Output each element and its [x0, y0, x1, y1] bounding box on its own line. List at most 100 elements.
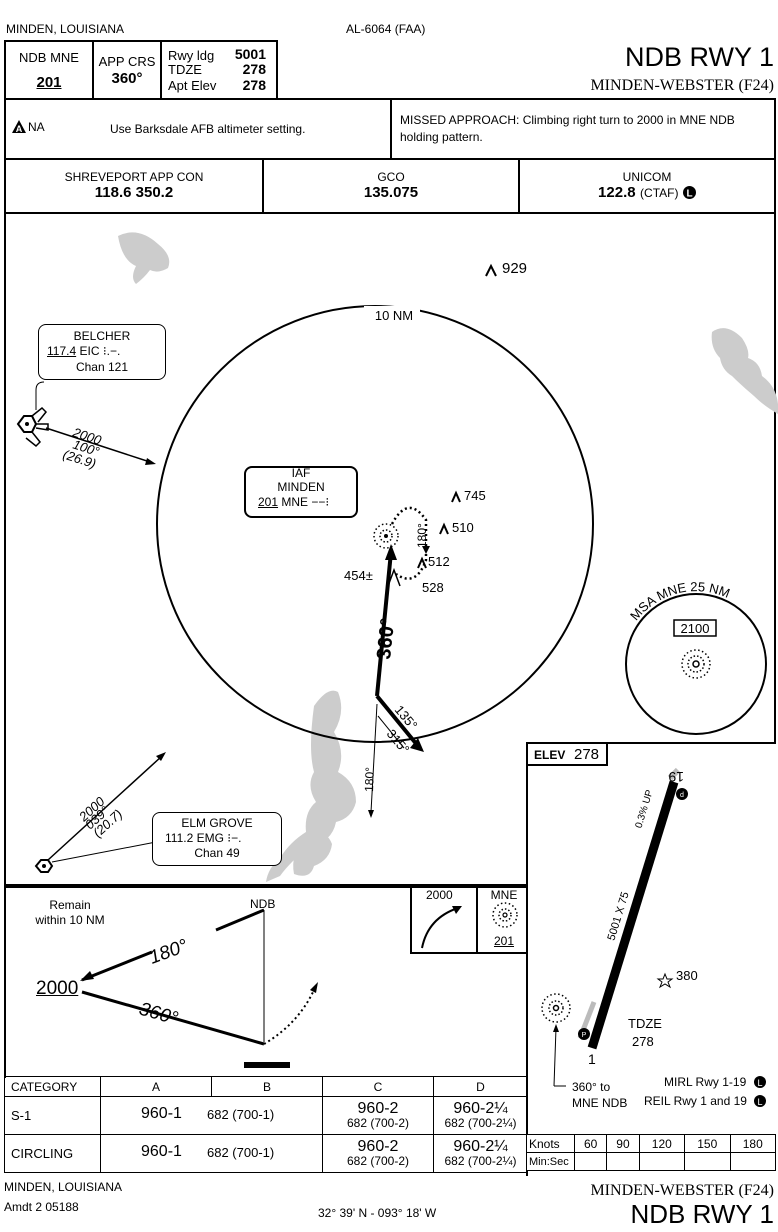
header-location: MINDEN, LOUISIANA [6, 22, 125, 36]
obstacle-380-icon [656, 972, 674, 989]
header-a: A [100, 1076, 212, 1097]
profile-missed-arc [263, 989, 315, 1045]
timing-knots-row: Knots 60 90 120 150 180 [526, 1134, 776, 1153]
alternate-na-icon: A [12, 120, 26, 134]
comm-approach-name: SHREVEPORT APP CON [64, 170, 204, 184]
missed-approach-icons: 2000 MNE 201 [410, 884, 528, 954]
elm-grove-freq: 111.2 [165, 831, 194, 845]
alternate-na-label: NA [28, 120, 45, 134]
missed-alt: 2000 [426, 888, 453, 902]
diagram-ndb-icon [541, 993, 571, 1023]
minimums-header-row: CATEGORY A B C D [4, 1076, 528, 1097]
tdze-value: 278 [242, 61, 266, 77]
s1-c: 960-2 682 (700-2) [322, 1096, 434, 1135]
time-180 [729, 1152, 776, 1171]
profile-remain-1: Remain [49, 898, 91, 912]
airport-schematic [387, 567, 401, 587]
diagram-tdze-label: TDZE [628, 1016, 662, 1031]
svg-text:L: L [757, 1078, 762, 1088]
comm-divider-2 [518, 160, 520, 212]
ndb-label: NDB MNE [19, 50, 79, 65]
elm-grove-morse: ⁝−. [227, 831, 242, 845]
ten-nm-ring [156, 305, 594, 743]
leg-135 [375, 694, 420, 748]
s1-d: 960-2¼ 682 (700-2¼) [433, 1096, 528, 1135]
obstacle-745-label: 745 [464, 488, 486, 503]
elev-value: 278 [574, 746, 600, 763]
circling-d-sub: 682 (700-2¼) [444, 1153, 517, 1168]
belcher-chan: Chan 121 [75, 360, 129, 374]
belcher-vortac-icon [16, 406, 49, 448]
circling-b: 682 (700-1) [207, 1145, 275, 1160]
circling-c-main: 960-2 [357, 1137, 399, 1155]
notes-divider [390, 98, 392, 160]
profile-remain-2: within 10 NM [35, 913, 105, 927]
minimums-table: CATEGORY A B C D S-1 960-1 682 (700-1) 9… [4, 1076, 528, 1173]
s1-b: 682 (700-1) [207, 1107, 275, 1122]
circling-label: CIRCLING [4, 1134, 101, 1173]
course-180-out-label: 180° [362, 767, 377, 792]
obstacle-929-icon [485, 263, 497, 277]
elev-box: ELEV 278 [526, 742, 608, 766]
elm-grove-route [47, 755, 163, 861]
chart-id: AL-6064 (FAA) [346, 22, 426, 36]
belcher-morse: ⁝.−. [102, 344, 121, 358]
belcher-name: BELCHER [73, 329, 131, 343]
circling-c-sub: 682 (700-2) [346, 1153, 410, 1168]
msa-altitude: 2100 [681, 621, 710, 636]
iaf-label: IAF [291, 466, 311, 480]
ndb-frequency: 201 [36, 74, 62, 91]
elm-grove-vortac-icon [34, 859, 54, 873]
header-b: B [211, 1076, 323, 1097]
belcher-navaid-box: BELCHER 117.4 EIC ⁝.−. Chan 121 [38, 324, 166, 380]
procedure-title: NDB RWY 1 [624, 42, 774, 72]
final-approach-course [375, 551, 393, 697]
lake-shape-2 [711, 328, 778, 414]
holding-pattern [390, 506, 428, 580]
diagram-tdze-value: 278 [632, 1034, 654, 1049]
comm-unicom-suffix: (CTAF) [640, 186, 679, 200]
lighting-reil-icon [754, 1095, 766, 1107]
comm-gco-name: GCO [377, 170, 405, 184]
elm-grove-chan: Chan 49 [194, 846, 240, 860]
minimums-circling-row: CIRCLING 960-1 682 (700-1) 960-2 682 (70… [4, 1134, 528, 1173]
speed-90: 90 [606, 1134, 640, 1153]
s1-c-main: 960-2 [357, 1099, 399, 1117]
profile-outbound [81, 950, 153, 982]
comm-gco-freq: 135.075 [363, 184, 419, 201]
speed-120: 120 [638, 1134, 686, 1153]
timing-minsec-row: Min:Sec [526, 1152, 776, 1171]
elm-grove-navaid-box: ELM GROVE 111.2 EMG ⁝−. Chan 49 [152, 812, 282, 866]
runway-1-label: 1 [588, 1051, 596, 1067]
circling-d-main: 960-2¼ [453, 1137, 508, 1155]
rwy-ldg-label: Rwy ldg [168, 48, 215, 63]
time-150 [684, 1152, 731, 1171]
comm-gco: GCO 135.075 [264, 170, 518, 201]
profile-drawing: 180° 360° [80, 908, 318, 1068]
svg-text:L: L [757, 1097, 762, 1107]
circling-c: 960-2 682 (700-2) [322, 1134, 434, 1173]
circling-a: 960-1 [141, 1143, 182, 1160]
apt-elev-value: 278 [242, 77, 266, 93]
profile-ndb-label: NDB [250, 897, 276, 911]
lighting-mirl-icon [754, 1076, 766, 1088]
outbound-180 [370, 703, 378, 813]
missed-fix: MNE [490, 888, 518, 902]
msa-label: MSA MNE 25 NM [627, 579, 732, 623]
app-crs-label: APP CRS [98, 54, 156, 69]
speed-60: 60 [573, 1134, 608, 1153]
rwy-ldg-value: 5001 [234, 46, 266, 62]
inbound-note-2: MNE NDB [572, 1096, 628, 1110]
profile-altitude: 2000 [36, 978, 79, 999]
missed-ndb-icon [492, 902, 518, 928]
footer-coordinates: 32° 39' N - 093° 18' W [318, 1206, 437, 1220]
inbound-note-1: 360° to [572, 1080, 611, 1094]
tdze-label: TDZE [168, 62, 202, 77]
comm-unicom: UNICOM 122.8 (CTAF) L [520, 170, 774, 202]
climbing-turn-icon [421, 906, 462, 949]
profile-outbound-course: 180° [147, 935, 191, 968]
final-course-360: 360° [373, 617, 399, 660]
hold-course-180: 180° [415, 523, 429, 548]
s1-a: 960-1 [141, 1105, 182, 1122]
apt-elev-label: Apt Elev [168, 78, 217, 93]
